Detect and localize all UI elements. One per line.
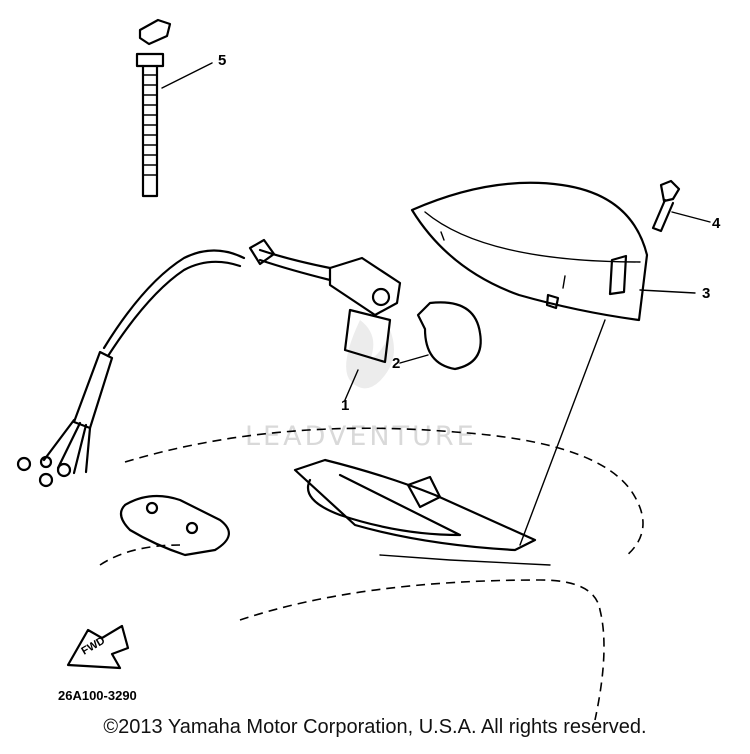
assembly-line — [519, 319, 606, 546]
copyright-notice: ©2013 Yamaha Motor Corporation, U.S.A. A… — [103, 716, 647, 738]
socket-harness-part — [16, 238, 402, 488]
lens-cover-part — [410, 181, 696, 322]
callout-5: 5 — [218, 52, 226, 69]
callout-2: 2 — [392, 355, 400, 372]
watermark-text: LEADVENTURE — [245, 421, 477, 452]
fwd-arrow: FWD — [66, 624, 130, 670]
callout-3: 3 — [702, 285, 710, 302]
cable-tie-part — [135, 18, 213, 198]
screw-part — [651, 179, 711, 233]
callout-4: 4 — [712, 215, 721, 232]
hull-body — [99, 427, 644, 721]
diagram-part-number: 26A100-3290 — [58, 688, 137, 703]
bulb-part — [399, 301, 482, 371]
callout-1: 1 — [341, 397, 349, 414]
